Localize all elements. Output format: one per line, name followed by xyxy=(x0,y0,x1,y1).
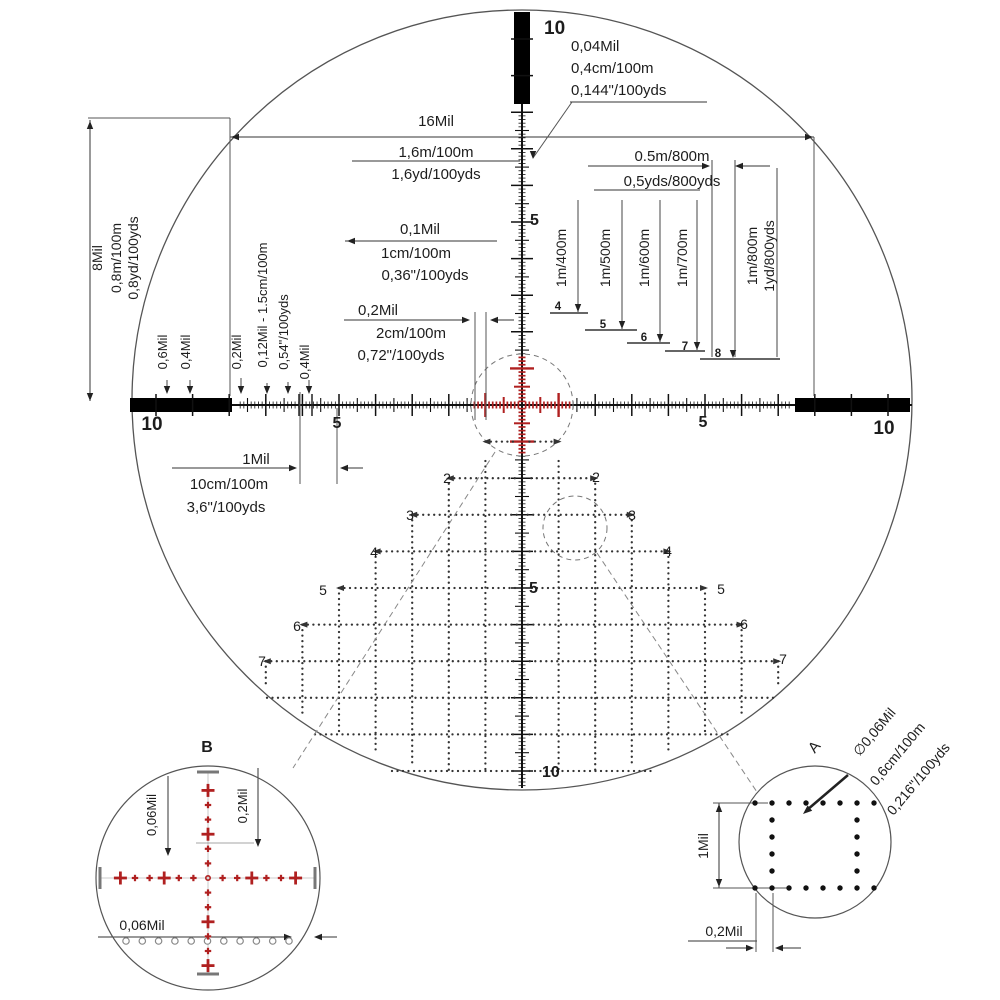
detail-b-02: 0,2Mil xyxy=(235,789,250,824)
center-detail-circle xyxy=(470,353,574,457)
spec-02-l1: 0,2Mil xyxy=(358,302,398,319)
spec-004-l2: 0,4cm/100m xyxy=(571,60,654,77)
spec-01-l2: 1cm/100m xyxy=(381,245,451,262)
tree-right-3: 3 xyxy=(628,507,636,523)
spec-1mil-l2: 10cm/100m xyxy=(190,476,268,493)
leftcol-06mil: 0,6Mil xyxy=(155,335,170,370)
detail-b-magnified-reticle xyxy=(113,783,303,973)
holdover-num-8: 8 xyxy=(715,348,722,360)
tree-right-5: 5 xyxy=(717,581,725,597)
detail-a-dot-grid xyxy=(752,800,877,891)
leftcol-04mil: 0,4Mil xyxy=(178,335,193,370)
detail-b-006-vertical: 0,06Mil xyxy=(144,794,159,836)
detail-b-label: B xyxy=(201,739,213,756)
detail-b-006-bottom: 0,06Mil xyxy=(119,917,164,933)
tree-right-4: 4 xyxy=(664,543,672,559)
tree-left-7: 7 xyxy=(258,653,266,669)
dimension-arrows xyxy=(86,121,813,952)
tree-left-6: 6 xyxy=(293,618,301,634)
spec-02-l3: 0,72"/100yds xyxy=(357,347,444,364)
holdover-700m: 1m/700m xyxy=(674,229,690,287)
spec-1mil-l1: 1Mil xyxy=(242,451,270,468)
holdover-800m: 1m/800m xyxy=(744,227,760,285)
holdover-800yds: 1yd/800yds xyxy=(761,220,777,292)
holdover-num-4: 4 xyxy=(555,301,562,313)
tree-right-7: 7 xyxy=(779,651,787,667)
holdover-600m: 1m/600m xyxy=(636,229,652,287)
tree-right-6: 6 xyxy=(740,616,748,632)
holdover-400m: 1m/400m xyxy=(553,229,569,287)
spec-1mil-l3: 3,6"/100yds xyxy=(187,499,266,516)
detail-a-1mil: 1Mil xyxy=(695,833,711,859)
holdover-num-5: 5 xyxy=(600,319,607,331)
spec-16mil-l2: 1,6m/100m xyxy=(398,144,473,161)
spec-004-l3: 0,144"/100yds xyxy=(571,82,666,99)
holdover-500m: 1m/500m xyxy=(597,229,613,287)
tree-left-4: 4 xyxy=(370,544,378,560)
spec-16mil-l1: 16Mil xyxy=(418,113,454,130)
detail-circle-b xyxy=(95,765,321,991)
left-post-bar xyxy=(130,398,232,412)
spec-05m800-l2: 0,5yds/800yds xyxy=(624,173,721,190)
axis-top-10: 10 xyxy=(544,18,565,39)
holdover-tree-grid xyxy=(262,438,782,773)
holdover-num-7: 7 xyxy=(682,341,688,353)
tree-left-2: 2 xyxy=(443,470,451,486)
leftcol-02mil: 0,2Mil xyxy=(229,335,244,370)
dimension-lines xyxy=(88,101,849,976)
top-post-bar xyxy=(514,12,530,104)
leftcol-04mil-2: 0,4Mil xyxy=(297,345,312,380)
axis-left-10: 10 xyxy=(141,414,162,435)
tree-left-3: 3 xyxy=(406,507,414,523)
axis-bottom-10: 10 xyxy=(542,764,560,781)
spec-8mil-l2: 0,8m/100m xyxy=(108,223,124,293)
axis-right-10: 10 xyxy=(873,418,894,439)
tree-right-2: 2 xyxy=(592,469,600,485)
spec-8mil-l3: 0,8yd/100yds xyxy=(125,216,141,299)
spec-01-l1: 0,1Mil xyxy=(400,221,440,238)
spec-05m800-l1: 0.5m/800m xyxy=(634,148,709,165)
detail-circle-a xyxy=(738,765,892,919)
spec-02-l2: 2cm/100m xyxy=(376,325,446,342)
spec-16mil-l3: 1,6yd/100yds xyxy=(391,166,480,183)
spec-8mil-l1: 8Mil xyxy=(89,245,105,271)
right-post-bar xyxy=(795,398,910,412)
axis-lower-5: 5 xyxy=(529,580,538,597)
axis-upper-5: 5 xyxy=(530,212,539,229)
tree-left-5: 5 xyxy=(319,582,327,598)
leftcol-012mil: 0,12Mil - 1.5cm/100m xyxy=(255,243,270,368)
leftcol-054in: 0,54"/100yds xyxy=(276,294,291,370)
detail-a-02mil: 0,2Mil xyxy=(705,923,742,939)
spec-01-l3: 0,36"/100yds xyxy=(381,267,468,284)
holdover-num-6: 6 xyxy=(641,332,647,344)
axis-right-5: 5 xyxy=(699,414,708,431)
grid-detail-circle xyxy=(542,495,608,561)
spec-004-l1: 0,04Mil xyxy=(571,38,619,55)
axis-left-5: 5 xyxy=(333,415,342,432)
detail-a-label: A xyxy=(805,738,824,757)
